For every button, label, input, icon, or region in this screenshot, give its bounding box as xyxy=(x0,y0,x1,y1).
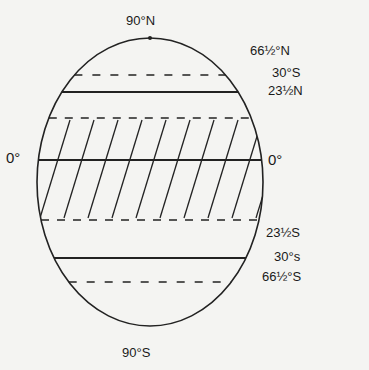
latitude-line xyxy=(160,120,190,218)
latitude-line xyxy=(41,219,259,220)
latitude-label: 90°N xyxy=(126,14,155,27)
latitude-line xyxy=(54,257,246,259)
latitude-label: 90°S xyxy=(122,346,150,359)
latitude-line xyxy=(136,120,166,218)
latitude-line xyxy=(184,120,214,218)
latitude-line xyxy=(280,120,310,218)
latitude-line xyxy=(49,117,251,118)
latitude-line xyxy=(62,91,238,93)
latitude-line xyxy=(256,120,286,218)
latitude-label: 30°S xyxy=(272,66,300,79)
latitude-label: 66½°N xyxy=(250,44,290,57)
pole-dot xyxy=(148,36,152,40)
latitude-lines xyxy=(38,75,261,282)
latitude-line xyxy=(74,74,225,75)
latitude-line xyxy=(112,120,142,218)
latitude-label: 0° xyxy=(6,150,20,165)
latitude-line xyxy=(208,120,238,218)
hatching xyxy=(40,120,310,218)
latitude-line xyxy=(88,120,118,218)
latitude-line xyxy=(40,120,70,218)
latitude-label: 23½N xyxy=(268,84,303,97)
latitude-line xyxy=(64,120,94,218)
latitude-label: 0° xyxy=(268,152,282,167)
latitude-label: 30°s xyxy=(274,250,300,263)
latitude-label: 23½S xyxy=(266,226,300,239)
globe-outline xyxy=(37,38,263,326)
latitude-line xyxy=(38,159,261,161)
latitude-label: 66½°S xyxy=(262,270,301,283)
latitude-line xyxy=(69,281,232,282)
